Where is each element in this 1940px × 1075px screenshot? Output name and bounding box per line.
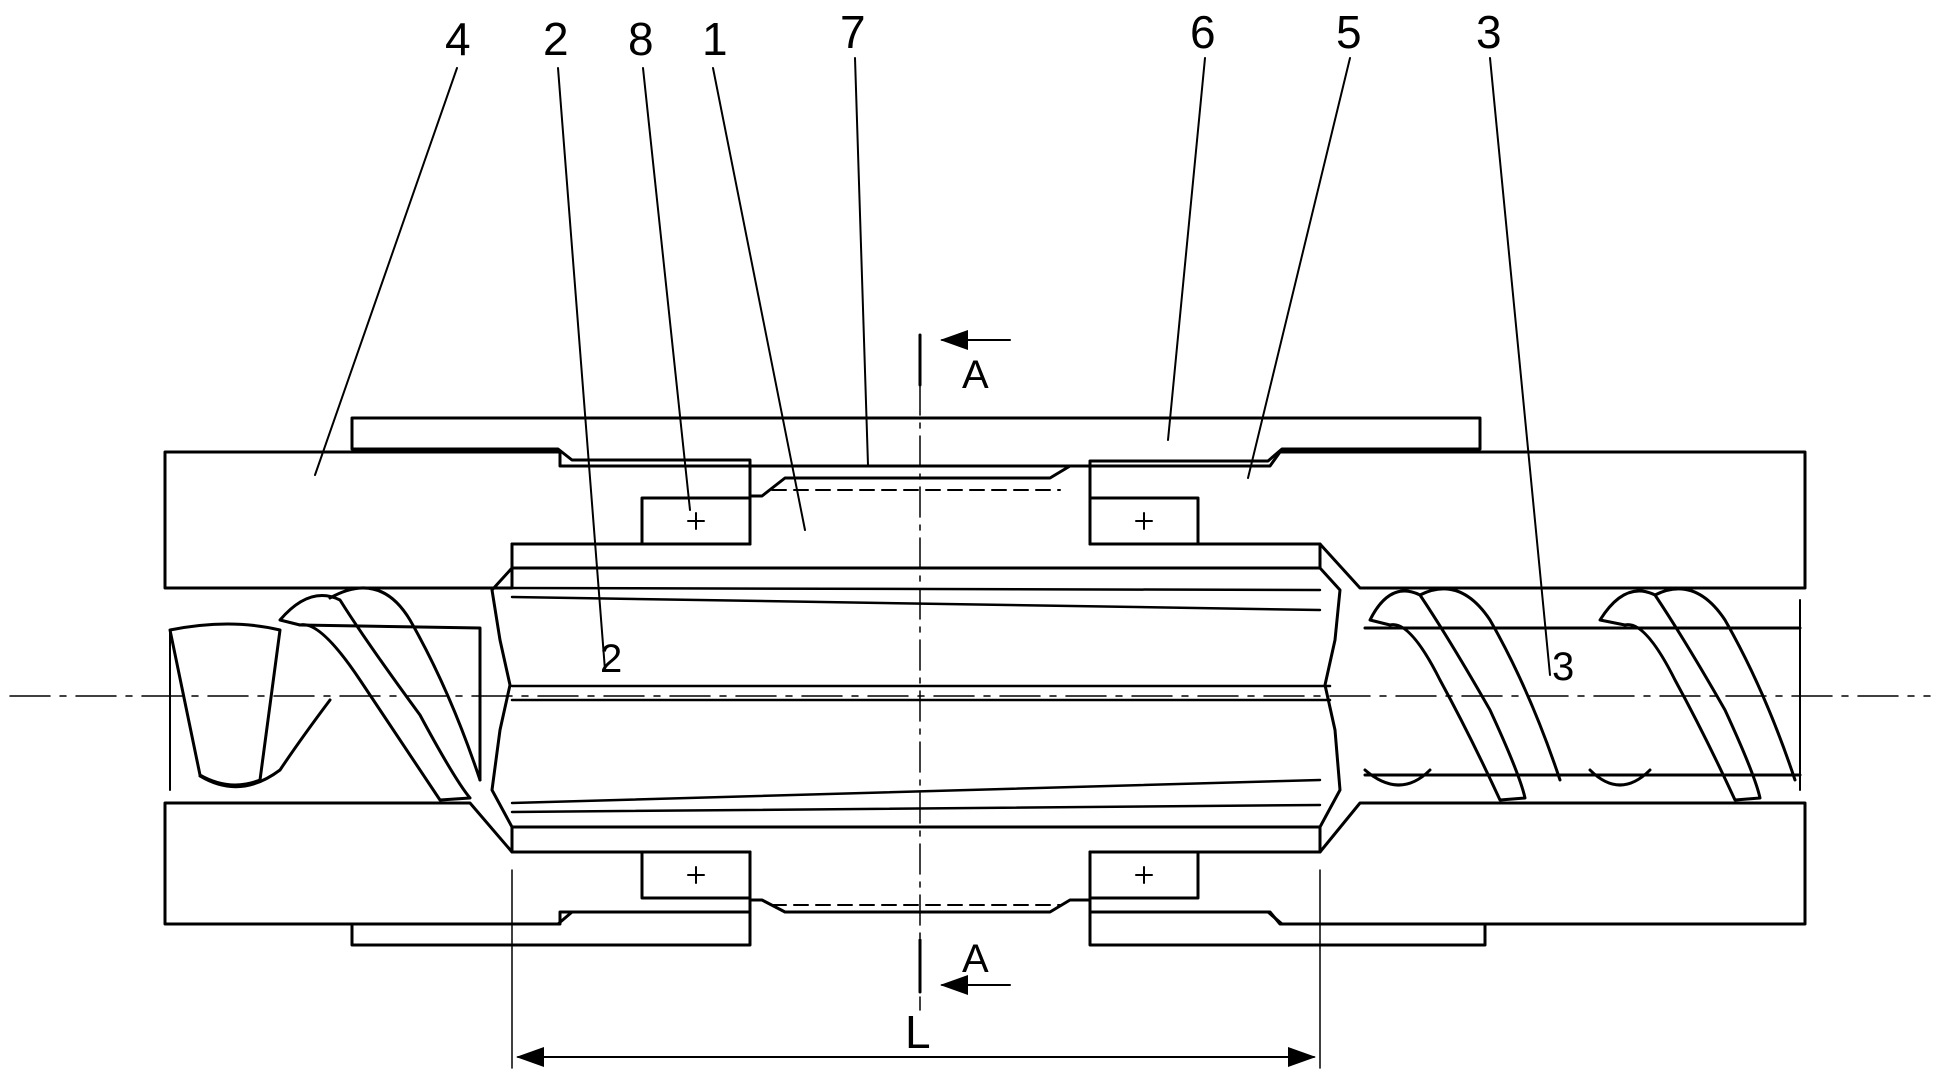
- section-label-bottom: A: [962, 937, 989, 981]
- inline-label-2: 2: [600, 637, 622, 681]
- leader-lines: [314, 57, 1551, 676]
- part-label-1: 1: [702, 13, 728, 65]
- part-label-6: 6: [1190, 6, 1216, 58]
- central-bolt: [490, 566, 1342, 829]
- seal-ring-top-right: [1088, 496, 1200, 546]
- part-label-8: 8: [628, 13, 654, 65]
- part-label-5: 5: [1336, 6, 1362, 58]
- sleeve-bottom-left: [350, 910, 752, 947]
- left-helix-screw: [168, 586, 482, 802]
- part-label-3: 3: [1476, 6, 1502, 58]
- part-label-4: 4: [445, 13, 471, 65]
- section-mark-top: A: [918, 330, 1011, 397]
- seal-ring-bottom-right: [1088, 850, 1200, 900]
- dimension-label: L: [905, 1006, 931, 1058]
- part-label-2: 2: [543, 13, 569, 65]
- section-label-top: A: [962, 353, 989, 397]
- seal-ring-top-left: [640, 496, 752, 546]
- inline-label-3: 3: [1552, 645, 1574, 689]
- sleeve-top: [350, 416, 1482, 468]
- section-mark-bottom: A: [918, 937, 1011, 995]
- dimension-L: L: [511, 869, 1321, 1069]
- sleeve-bottom-right: [1088, 910, 1487, 947]
- left-tube-bottom: [163, 801, 752, 926]
- right-helix-screw: [1363, 587, 1802, 802]
- seal-ring-bottom-left: [640, 850, 752, 900]
- part-label-7: 7: [840, 6, 866, 58]
